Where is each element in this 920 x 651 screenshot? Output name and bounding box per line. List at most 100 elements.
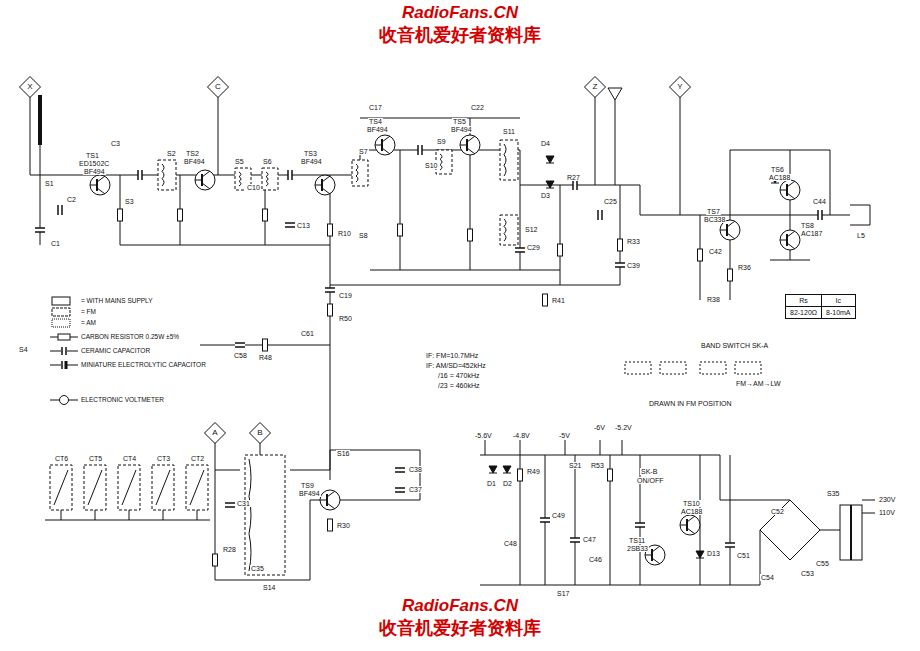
test-point-letter: X <box>27 83 32 91</box>
part-label: IF: FM=10.7MHz <box>425 352 479 359</box>
part-label: C13 <box>296 222 311 229</box>
coil-winding <box>440 165 442 170</box>
capacitor-symbol <box>395 488 405 492</box>
part-label: S3 <box>124 198 135 205</box>
diode-symbol <box>503 466 511 473</box>
coil-winding <box>249 459 251 496</box>
part-label: S17 <box>556 590 570 597</box>
legend-text: = FM <box>81 309 96 316</box>
legend-row: CARBON RESISTOR 0.25W ±5% <box>50 332 179 342</box>
legend-row: MINIATURE ELECTROLYTIC CAPACITOR <box>50 360 206 370</box>
transistor-symbol <box>780 180 800 200</box>
part-label: CT4 <box>122 455 137 462</box>
capacitor-symbol <box>515 248 525 252</box>
part-label: C10 <box>246 184 261 191</box>
wire <box>122 470 136 505</box>
part-label: BF494 <box>183 158 206 165</box>
part-label: S14 <box>262 584 276 591</box>
switch-contact <box>700 362 726 374</box>
part-label: TS2 <box>185 150 200 157</box>
capacitor-symbol <box>540 518 550 522</box>
bridge-rectifier <box>760 500 820 560</box>
part-label: CT5 <box>88 455 103 462</box>
wire <box>770 260 810 261</box>
transistor-symbol <box>780 230 800 250</box>
transformer-can <box>262 168 278 190</box>
part-label: C42 <box>708 248 723 255</box>
transformer-can <box>500 140 518 180</box>
coil-winding <box>356 170 358 176</box>
part-label: S1 <box>44 180 55 187</box>
part-label: S2 <box>166 150 177 157</box>
part-label: R27 <box>566 174 581 181</box>
resistor-symbol <box>698 249 703 261</box>
wire <box>520 440 521 455</box>
part-label: BF494 <box>300 158 323 165</box>
part-label: C1 <box>50 240 61 247</box>
wire <box>330 285 620 286</box>
wire <box>120 245 330 246</box>
wire <box>330 175 331 480</box>
coil-winding <box>239 181 241 186</box>
legend-row: = FM <box>50 307 96 317</box>
part-label: R49 <box>526 468 541 475</box>
table-cell: 8-10mA <box>822 307 855 318</box>
test-point-letter: B <box>257 429 262 437</box>
part-label: FM→AM→LW <box>735 380 782 387</box>
legend-row: = AM <box>50 318 96 328</box>
part-label: D13 <box>706 550 721 557</box>
part-label: BC338 <box>703 216 726 223</box>
capacitor-symbol <box>818 210 822 220</box>
coil-winding <box>356 176 358 182</box>
wire <box>700 455 701 585</box>
wire <box>595 95 596 185</box>
part-label: AC188 <box>680 508 703 515</box>
test-point-letter: Y <box>677 83 682 91</box>
trimmer-box <box>50 465 72 510</box>
part-label: R48 <box>258 354 273 361</box>
transistor-symbol <box>320 490 340 510</box>
test-point-letter: C <box>215 83 221 91</box>
coil-winding <box>162 171 164 178</box>
wire <box>520 185 521 270</box>
test-point-diamond: C <box>207 76 229 98</box>
diode-symbol <box>696 551 704 558</box>
resistor-symbol <box>468 229 473 241</box>
legend-row: ELECTRONIC VOLTMETER <box>50 395 164 405</box>
wire <box>480 455 720 500</box>
wire <box>600 440 601 455</box>
resistor-symbol <box>213 554 218 566</box>
part-label: R38 <box>706 296 721 303</box>
capacitor-symbol <box>573 180 577 190</box>
diode-symbol <box>546 181 554 188</box>
part-label: TS5 <box>452 118 467 125</box>
coil-winding <box>440 154 442 159</box>
watermark: RadioFans.CN <box>401 597 519 614</box>
transistor-symbol <box>315 175 335 195</box>
part-label: -4.8V <box>512 432 531 439</box>
trimmer-box <box>152 465 174 510</box>
transformer-can <box>245 455 285 575</box>
wire <box>370 270 560 271</box>
part-label: D1 <box>486 480 497 487</box>
test-point-diamond: Z <box>584 76 606 98</box>
part-label: C46 <box>588 556 603 563</box>
capacitor-symbol <box>570 538 580 542</box>
coil-winding <box>504 226 506 233</box>
wire <box>485 440 486 455</box>
part-label: CT3 <box>156 455 171 462</box>
part-label: S5 <box>234 158 245 165</box>
part-label: DRAWN IN FM POSITION <box>648 400 733 407</box>
transistor-symbol <box>90 175 110 195</box>
wire <box>565 440 566 455</box>
part-label: R10 <box>337 230 352 237</box>
transformer-can <box>352 160 368 186</box>
part-label: C54 <box>760 574 775 581</box>
part-label: AC188 <box>768 174 791 181</box>
legend-text: = WITH MAINS SUPPLY <box>81 298 153 305</box>
part-label: TS3 <box>303 150 318 157</box>
wire <box>30 150 850 215</box>
part-label: S8 <box>358 232 369 239</box>
part-label: C37 <box>408 486 423 493</box>
